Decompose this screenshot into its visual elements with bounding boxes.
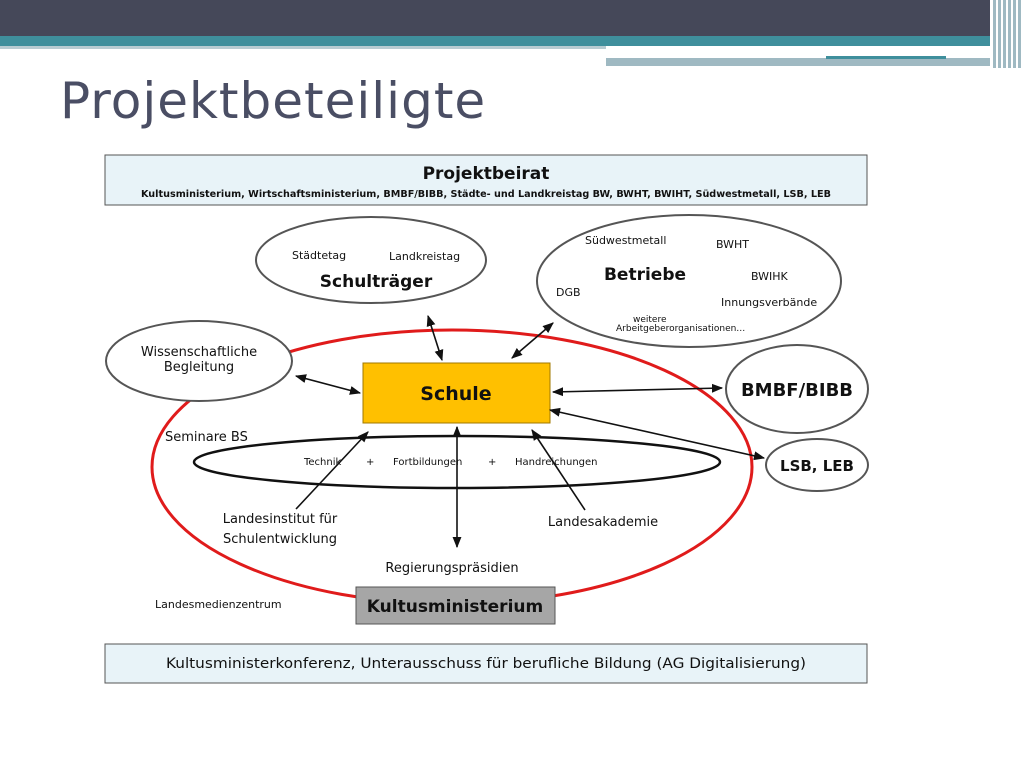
arrow-schultraeger-schule — [426, 314, 444, 362]
seminare-label: Seminare BS — [165, 430, 248, 445]
arbeitgeber-label: Arbeitgeberorganisationen… — [616, 324, 745, 334]
regierung-label: Regierungspräsidien — [385, 561, 518, 576]
landkreistag-label: Landkreistag — [389, 250, 460, 263]
connector-arrows — [294, 314, 766, 549]
kultusministerium-box — [355, 586, 556, 625]
wissenschaft-ellipse — [105, 320, 293, 402]
plus-1: + — [366, 457, 374, 468]
arrow-schule-lsb — [548, 407, 766, 461]
staedtetag-label: Städtetag — [292, 249, 346, 262]
kmk-label: Kultusministerkonferenz, Unterausschuss … — [166, 656, 806, 672]
projektbeirat-members: Kultusministerium, Wirtschaftsministeriu… — [141, 189, 831, 200]
schultraeger-ellipse — [255, 216, 487, 304]
landesakademie-label: Landesakademie — [548, 515, 658, 530]
header-band — [0, 0, 1024, 70]
fortbildungen-label: Fortbildungen — [393, 457, 462, 468]
bwht-label: BWHT — [716, 238, 749, 251]
technik-label: Technik — [303, 457, 342, 468]
landesinstitut-line1: Landesinstitut für — [223, 512, 338, 527]
arrow-schule-landesinstitut — [295, 431, 369, 510]
arrow-schule-bmbf — [551, 383, 724, 397]
landesmedien-label: Landesmedienzentrum — [155, 598, 282, 611]
projektbeirat-box — [104, 154, 868, 206]
betriebe-title: Betriebe — [604, 265, 686, 285]
betriebe-ellipse — [536, 214, 842, 348]
arrow-wissenschaft-schule — [294, 374, 362, 395]
lsb-ellipse — [765, 438, 869, 492]
kultusministerium-title: Kultusministerium — [367, 597, 543, 617]
dgb-label: DGB — [556, 286, 581, 299]
weitere-label: weitere — [633, 315, 667, 325]
plus-2: + — [488, 457, 496, 468]
landesinstitut-line2: Schulentwicklung — [223, 532, 337, 547]
bmbf-title: BMBF/BIBB — [741, 380, 853, 401]
projektbeirat-title: Projektbeirat — [423, 164, 550, 184]
innungsverbaende-label: Innungsverbände — [721, 296, 817, 309]
suedwestmetall-label: Südwestmetall — [585, 234, 666, 247]
bwihk-label: BWIHK — [751, 270, 789, 283]
arrow-betriebe-schule — [511, 322, 554, 359]
lsb-title: LSB, LEB — [780, 457, 854, 475]
wissenschaft-line2: Begleitung — [164, 360, 234, 375]
handreichungen-label: Handreichungen — [515, 457, 598, 468]
schultraeger-title: Schulträger — [320, 272, 433, 292]
wissenschaft-line1: Wissenschaftliche — [141, 345, 257, 360]
slide-title: Projektbeteiligte — [60, 72, 487, 130]
kmk-box — [104, 643, 868, 684]
schule-title: Schule — [420, 383, 491, 405]
arrow-schule-landesakademie — [531, 429, 586, 511]
schule-box — [362, 362, 551, 424]
